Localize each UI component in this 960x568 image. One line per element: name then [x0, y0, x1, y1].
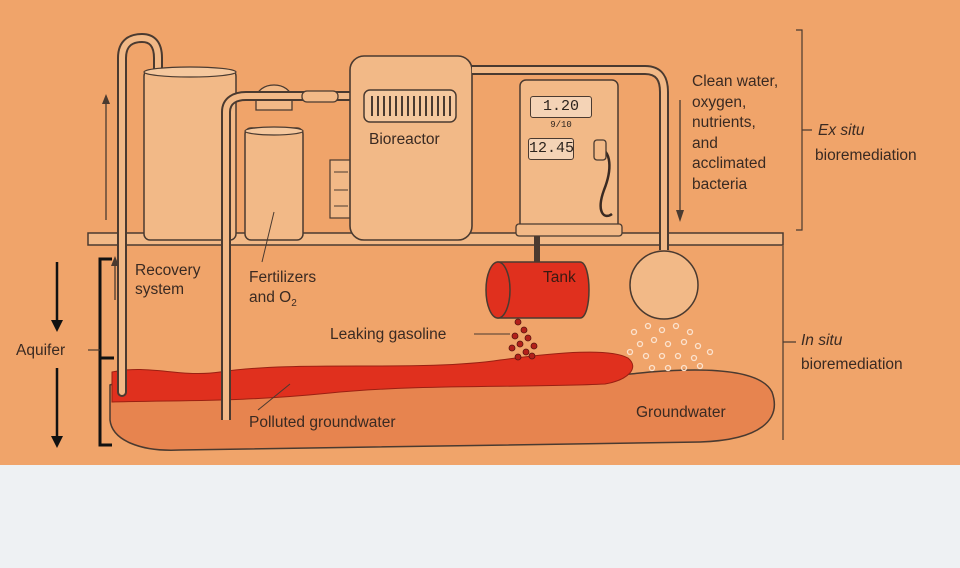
aquifer-label: Aquifer — [16, 342, 66, 359]
leaking-gasoline-label: Leaking gasoline — [330, 326, 447, 343]
bacteria-droplets — [626, 322, 714, 372]
gasoline-droplets — [508, 318, 538, 361]
ex-situ-bracket — [796, 29, 812, 231]
fertilizer-tank — [244, 127, 304, 241]
and-o2-label: and O2 — [249, 288, 297, 313]
pump-price-top: 1.20 — [542, 98, 579, 115]
in-situ-bracket — [782, 246, 796, 440]
diagram-drawing — [51, 29, 812, 451]
distribution-sphere — [629, 250, 699, 320]
recovery-system-label: Recovery system — [135, 262, 201, 298]
ex-situ-rest: bioremediation — [815, 147, 917, 164]
pump-price-frac: 9/10 — [550, 120, 572, 130]
o2-subscript: 2 — [291, 298, 297, 310]
in-situ-italic: In situ — [801, 332, 843, 349]
pump-price-display: 1.20 9/10 — [530, 96, 592, 130]
polluted-plume — [111, 351, 634, 403]
polluted-groundwater-label: Polluted groundwater — [249, 414, 396, 431]
fertilizers-label: Fertilizers — [249, 269, 317, 286]
aquifer-arrowhead-down — [51, 320, 63, 332]
bottom-margin — [0, 465, 960, 568]
recovery-flow-arrowhead — [102, 94, 110, 104]
ex-situ-italic: Ex situ — [818, 122, 865, 139]
bioremediation-diagram: Recovery system Fertilizers and O2 Biore… — [0, 0, 960, 465]
groundwater-label: Groundwater — [636, 404, 726, 421]
pump-total-display: 12.45 — [528, 138, 574, 160]
inflow-arrowhead — [676, 210, 684, 222]
in-situ-rest: bioremediation — [801, 356, 903, 373]
and-o2-text: and O — [249, 289, 292, 306]
aquifer-arrowhead-bottom — [51, 436, 63, 448]
tank-label: Tank — [543, 269, 576, 286]
clean-water-label: Clean water, oxygen, nutrients, and accl… — [692, 73, 779, 193]
bioreactor-label: Bioreactor — [369, 131, 440, 148]
pump-hose — [597, 146, 613, 218]
aquifer-bracket — [98, 257, 114, 447]
